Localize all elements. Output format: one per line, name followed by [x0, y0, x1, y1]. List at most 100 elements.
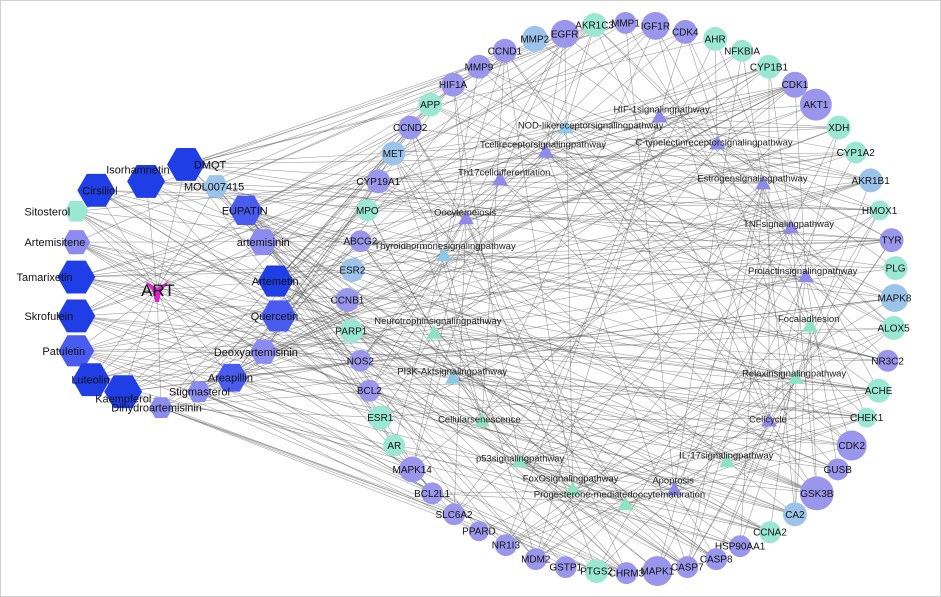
compound-node-patuletin[interactable]: Patuletin	[42, 335, 95, 367]
pathway-node-cellularsenescence[interactable]: Cellularsenescence	[438, 412, 521, 427]
pathway-node-progesterone-mediatedoocytematuration[interactable]: Progesterone-mediatedoocytematuration	[534, 489, 705, 511]
target-node-mmp2[interactable]: MMP2	[520, 25, 550, 52]
target-node-plg[interactable]: PLG	[883, 256, 908, 281]
pathway-node-thyroidhormonesignalingpathway[interactable]: Thyroidhormonesignalingpathway	[374, 241, 516, 262]
compound-node-dihydroartemisinin[interactable]: Dihydroartemisinin	[111, 397, 202, 418]
compound-node-areapillin[interactable]: Areapillin	[208, 363, 253, 392]
pathway-node-estrogensignalingpathway[interactable]: Estrogensignalingpathway	[697, 173, 808, 190]
compound-node-sitosterol[interactable]: Sitosterol	[24, 200, 89, 222]
target-node-hsp90aa1[interactable]: HSP90AA1	[715, 535, 766, 558]
target-node-mdm2[interactable]: MDM2	[521, 548, 551, 571]
target-node-cdk1[interactable]: CDK1	[782, 71, 809, 98]
pathway-node-prolactinsignalingpathway[interactable]: Prolactinsignalingpathway	[748, 266, 858, 283]
compound-node-stigmasterol[interactable]: Stigmasterol	[169, 381, 230, 403]
pathway-node-nod-likereceptorsignalingpathway[interactable]: NOD-likereceptorsignalingpathway	[518, 119, 664, 134]
compound-node-eupatin[interactable]: EUPATIN	[222, 195, 268, 225]
target-node-akr1b1[interactable]: AKR1B1	[852, 168, 891, 193]
compound-node-artemetin[interactable]: Artemetin	[252, 265, 299, 297]
compound-node-artemisitene[interactable]: Artemisitene	[24, 230, 91, 255]
target-node-mapk8[interactable]: MAPK8	[878, 284, 912, 312]
compound-node-luteolin[interactable]: Luteolin	[71, 363, 111, 397]
target-node-chrm3[interactable]: CHRM3	[609, 562, 645, 585]
target-node-esr1[interactable]: ESR1	[367, 405, 394, 430]
target-node-gsk3b[interactable]: GSK3B	[799, 476, 834, 511]
target-node-gstp1[interactable]: GSTP1	[549, 556, 582, 579]
target-node-ar[interactable]: AR	[383, 434, 406, 457]
target-node-nos2[interactable]: NOS2	[347, 349, 375, 372]
compound-node-kaempferol[interactable]: Kaempferol	[95, 375, 151, 409]
target-node-nr3c2[interactable]: NR3C2	[871, 349, 904, 372]
target-node-app[interactable]: APP	[418, 92, 443, 117]
target-node-egfr[interactable]: EGFR	[550, 19, 579, 48]
target-node-gusb[interactable]: GUSB	[824, 458, 853, 481]
target-node-igf1r[interactable]: IGF1R	[641, 11, 670, 40]
target-node-ppard[interactable]: PPARD	[462, 521, 496, 542]
target-node-mmp1[interactable]: MMP1	[611, 11, 640, 34]
compound-node-artemisinin[interactable]: artemisinin	[237, 229, 290, 256]
target-node-ache[interactable]: ACHE	[865, 378, 893, 403]
target-node-hif1a[interactable]: HIF1A	[439, 72, 468, 97]
target-node-hmox1[interactable]: HMOX1	[862, 200, 898, 221]
pathway-node-neurotrophinsignalingpathway[interactable]: Neurotrophinsignalingpathway	[374, 316, 502, 339]
target-node-nr1i3[interactable]: NR1I3	[492, 534, 521, 557]
compound-node-mol007415[interactable]: MOL007415	[184, 175, 244, 198]
target-node-bcl2l1[interactable]: BCL2L1	[414, 482, 451, 505]
compound-node-cirsiliol[interactable]: Cirsiliol	[77, 173, 118, 207]
target-node-ccnb1[interactable]: CCNB1	[331, 288, 365, 312]
pathway-node-il-17signalingpathway[interactable]: IL-17signalingpathway	[679, 450, 774, 468]
target-node-ca2[interactable]: CA2	[782, 502, 807, 527]
target-node-ccnd2[interactable]: CCND2	[393, 115, 428, 140]
target-node-akr1c3[interactable]: AKR1C3	[575, 12, 614, 37]
pathway-node-tcellreceptorsignalingpathway[interactable]: Tcellreceptorsignalingpathway	[480, 140, 606, 158]
target-node-cyp1b1[interactable]: CYP1B1	[750, 54, 789, 79]
compound-node-deoxyartemisinin[interactable]: Deoxyartemisinin	[214, 339, 298, 364]
target-node-mapk14[interactable]: MAPK14	[393, 456, 433, 483]
pathway-node-oocytemeiosis[interactable]: Oocytemeiosis	[434, 207, 496, 225]
target-node-cyp1a2[interactable]: CYP1A2	[837, 141, 876, 164]
target-circle	[826, 458, 849, 481]
target-node-slc6a2[interactable]: SLC6A2	[436, 503, 474, 526]
target-node-cyp19a1[interactable]: CYP19A1	[356, 169, 401, 194]
target-node-cdk2[interactable]: CDK2	[836, 430, 867, 461]
pathway-node-relaxinsignalingpathway[interactable]: Relaxinsignalingpathway	[742, 369, 846, 384]
target-node-nfkbia[interactable]: NFKBIA	[724, 39, 760, 62]
compound-node-isorhamnetin[interactable]: Isorhamnetin	[106, 164, 170, 198]
target-node-casp8[interactable]: CASP8	[700, 548, 733, 571]
pathway-node-foxosignalingpathway[interactable]: FoxOsignalingpathway	[523, 473, 619, 496]
target-node-akt1[interactable]: AKT1	[799, 88, 832, 121]
target-node-mapk1[interactable]: MAPK1	[640, 556, 675, 587]
target-node-met[interactable]: MET	[381, 141, 406, 166]
target-node-bcl2[interactable]: BCL2	[357, 379, 382, 402]
target-node-mpo[interactable]: MPO	[356, 199, 379, 222]
pathway-node-cellcycle[interactable]: Cellcycle	[749, 412, 787, 427]
compound-node-dmqt[interactable]: DMQT	[167, 148, 226, 181]
target-circle	[869, 200, 890, 221]
pathway-node-pi3k-aktsignalingpathway[interactable]: PI3K-Aktsignalingpathway	[397, 367, 507, 384]
pathway-node-tnfsignalingpathway[interactable]: TNFsignalingpathway	[743, 219, 834, 234]
compound-node-quercetin[interactable]: Quercetin	[251, 300, 299, 332]
target-node-ahr[interactable]: AHR	[703, 26, 728, 51]
target-node-chek1[interactable]: CHEK1	[850, 407, 884, 428]
target-node-alox5[interactable]: ALOX5	[878, 315, 911, 340]
target-node-ccna2[interactable]: CCNA2	[753, 521, 787, 544]
network-edge	[499, 84, 796, 180]
center-node-art[interactable]: ART	[141, 281, 175, 302]
target-node-xdh[interactable]: XDH	[826, 115, 851, 140]
pathway-node-p53signalingpathway[interactable]: p53signalingpathway	[476, 453, 565, 468]
pathway-node-th17celldifferentiation[interactable]: Th17celldifferentiation	[458, 167, 550, 186]
compound-node-skrofulein[interactable]: Skrofulein	[24, 299, 96, 333]
target-node-ptgs2[interactable]: PTGS2	[580, 559, 613, 584]
target-node-parp1[interactable]: PARP1	[335, 318, 368, 343]
target-node-casp7[interactable]: CASP7	[671, 556, 704, 579]
pathway-node-focaladhesion[interactable]: Focaladhesion	[778, 314, 840, 332]
target-node-abcg2[interactable]: ABCG2	[343, 230, 378, 253]
target-node-tyr[interactable]: TYR	[879, 228, 904, 253]
compound-node-tamarixetin[interactable]: Tamarixetin	[17, 260, 96, 294]
target-node-mmp9[interactable]: MMP9	[465, 54, 494, 79]
pathway-node-c-typelectinreceptorsignalingpathway[interactable]: C-typelectinreceptorsignalingpathway	[635, 135, 793, 150]
target-node-esr2[interactable]: ESR2	[339, 258, 366, 283]
target-node-ccnd1[interactable]: CCND1	[488, 38, 523, 63]
target-node-cdk4[interactable]: CDK4	[672, 19, 699, 44]
pathway-node-apoptosis[interactable]: Apoptosis	[652, 475, 694, 496]
pathway-node-hif-1signalingpathway[interactable]: HIF-1signalingpathway	[614, 105, 710, 123]
